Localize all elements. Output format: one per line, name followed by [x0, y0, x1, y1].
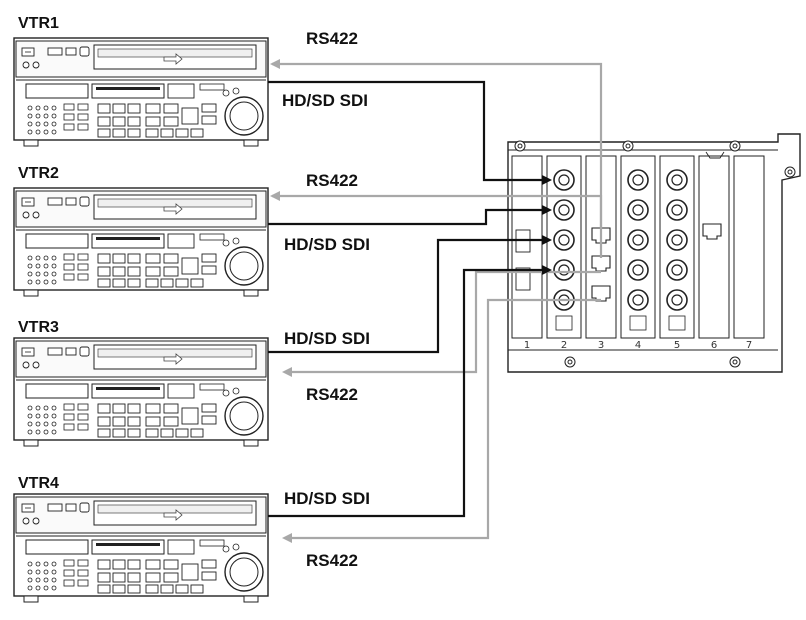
vtr1-device [13, 37, 269, 147]
sdi-label-vtr3: HD/SD SDI [284, 329, 370, 348]
router-chassis [507, 133, 801, 373]
rs422-label-vtr4: RS422 [306, 551, 358, 570]
arrowheads [270, 59, 552, 543]
rs422-arrowhead-vtr4 [282, 533, 292, 543]
vtr1-label: VTR1 [18, 15, 59, 32]
slot-number-3: 3 [598, 340, 604, 351]
rs422-cable-vtr1 [272, 62, 603, 228]
slot-numbers: 1 2 3 4 5 6 7 [524, 340, 752, 351]
slot-number-5: 5 [674, 340, 680, 351]
slot-number-6: 6 [711, 340, 717, 351]
slot-4-bnc-connectors [627, 169, 649, 331]
slot-number-4: 4 [635, 340, 641, 351]
sdi-label-vtr2: HD/SD SDI [284, 235, 370, 254]
slot-number-2: 2 [561, 340, 567, 351]
slot-7-card [733, 155, 765, 339]
sdi-cable-vtr2 [268, 208, 548, 226]
vtr4-device [13, 493, 269, 603]
sdi-arrowhead-vtr1 [542, 175, 552, 185]
slot-6-port [702, 223, 722, 240]
rs422-cable-vtr4 [286, 298, 601, 540]
sdi-cable-vtr1 [268, 80, 548, 182]
slot-5-bnc-connectors [666, 169, 688, 331]
slot-number-1: 1 [524, 340, 530, 351]
vtr3-device [13, 337, 269, 447]
vtr4-label: VTR4 [18, 475, 59, 492]
sdi-label-vtr1: HD/SD SDI [282, 91, 368, 110]
vtr3-label: VTR3 [18, 319, 59, 336]
rs422-arrowhead-vtr2 [270, 191, 280, 201]
sdi-arrowhead-vtr3 [542, 235, 552, 245]
sdi-cable-vtr4 [268, 268, 548, 518]
rs422-arrowhead-vtr3 [282, 367, 292, 377]
cables [268, 62, 603, 540]
vtr2-device [13, 187, 269, 297]
rs422-cable-vtr2 [272, 194, 603, 258]
sdi-label-vtr4: HD/SD SDI [284, 489, 370, 508]
sdi-arrowhead-vtr2 [542, 205, 552, 215]
rs422-arrowhead-vtr1 [270, 59, 280, 69]
rs422-label-vtr3: RS422 [306, 385, 358, 404]
slot-number-7: 7 [746, 340, 752, 351]
rs422-label-vtr1: RS422 [306, 29, 358, 48]
rs422-cable-vtr3 [286, 270, 601, 374]
slot-6-card [698, 155, 730, 339]
vtr2-label: VTR2 [18, 165, 59, 182]
rs422-label-vtr2: RS422 [306, 171, 358, 190]
sdi-cable-vtr3 [268, 238, 548, 354]
sdi-arrowhead-vtr4 [542, 265, 552, 275]
